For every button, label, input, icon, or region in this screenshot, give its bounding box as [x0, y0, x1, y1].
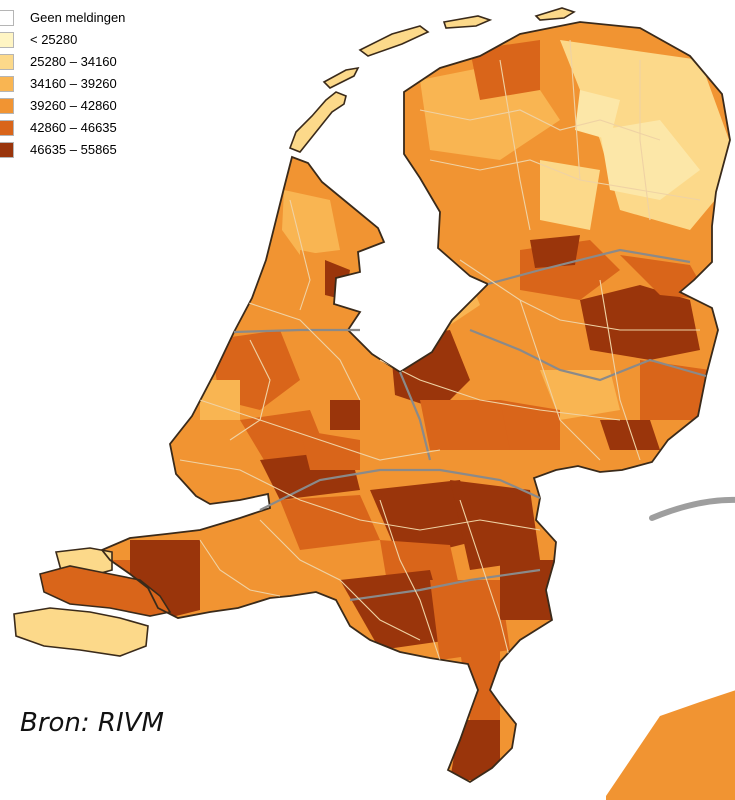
zeeland-vlaanderen	[13, 607, 149, 657]
legend-label: < 25280	[30, 32, 78, 47]
legend-label: 25280 – 34160	[30, 54, 117, 69]
island-vlieland	[322, 66, 360, 89]
orange-corner-shape	[606, 690, 735, 800]
legend-swatch	[0, 76, 14, 92]
legend-swatch	[0, 54, 14, 70]
island-schiermonnikoog	[534, 7, 576, 21]
zeeland-beveland	[39, 565, 172, 617]
province-borders	[233, 248, 707, 602]
legend-swatch	[0, 98, 14, 114]
source-note: Bron: RIVM	[20, 708, 164, 738]
legend-label: 46635 – 55865	[30, 142, 117, 157]
island-terschelling	[358, 25, 430, 57]
legend-swatch	[0, 10, 14, 26]
legend-swatch	[0, 120, 14, 136]
island-texel	[288, 91, 347, 153]
legend-label: 39260 – 42860	[30, 98, 117, 113]
decorative-arc	[649, 496, 735, 521]
legend-label: 42860 – 46635	[30, 120, 117, 135]
legend-swatch	[0, 142, 14, 158]
municipality-borders	[179, 39, 701, 701]
legend-label: Geen meldingen	[30, 10, 126, 25]
legend-swatch	[0, 32, 14, 48]
legend-label: 34160 – 39260	[30, 76, 117, 91]
island-ameland	[442, 15, 493, 29]
